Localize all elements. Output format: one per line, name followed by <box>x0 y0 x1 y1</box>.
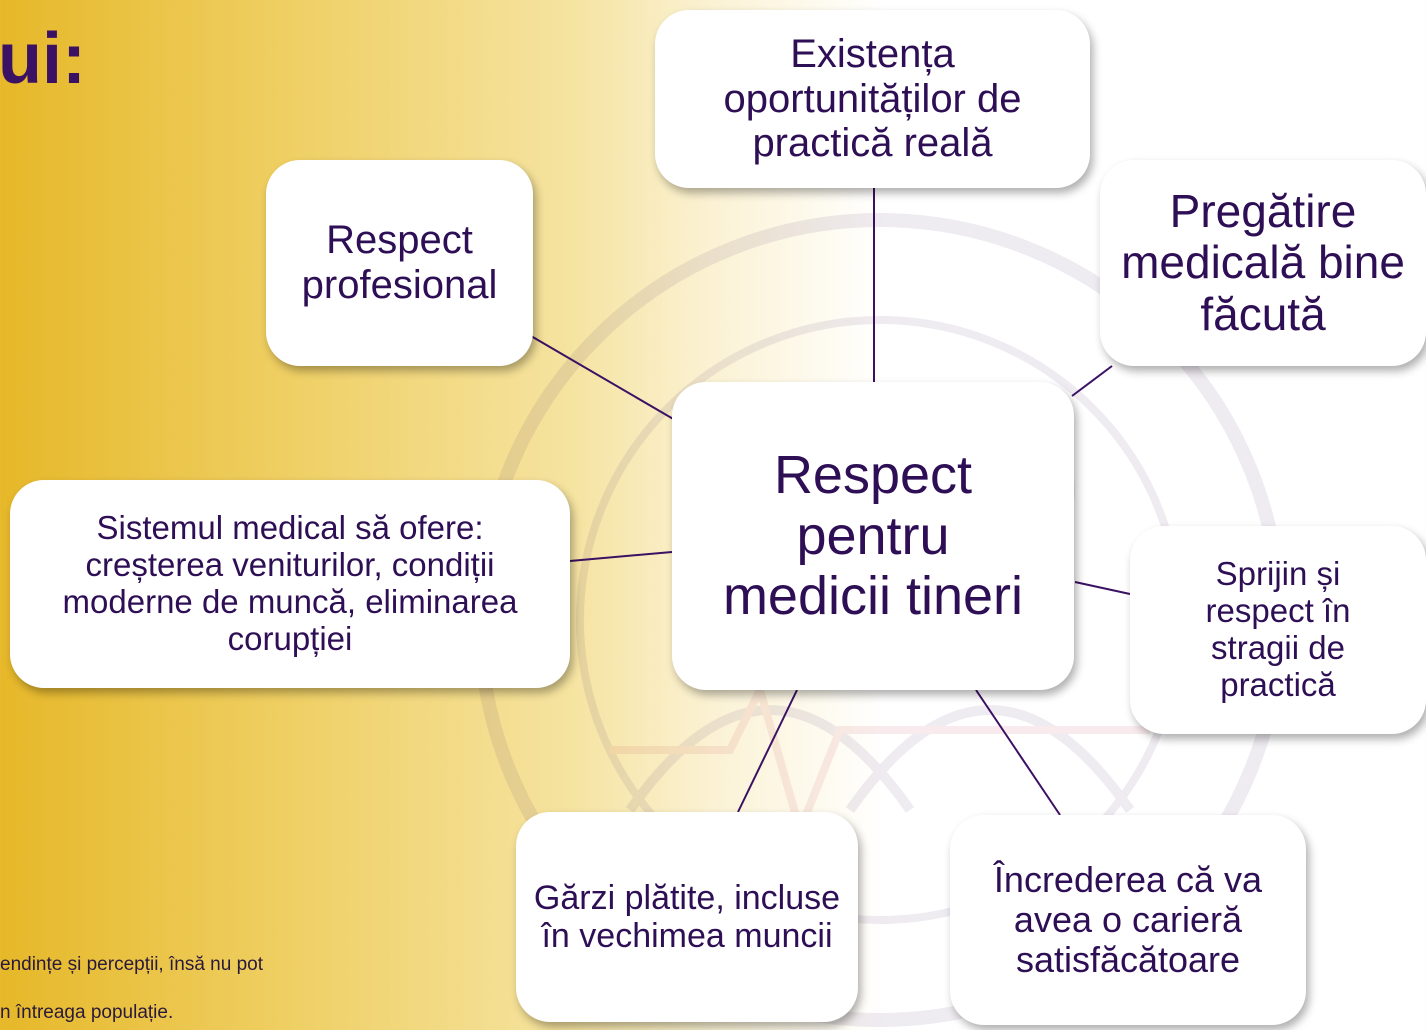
connector-right <box>1074 581 1131 595</box>
node-bottom-right: Încrederea că va avea o carieră satisfăc… <box>950 815 1306 1025</box>
connector-top-right <box>1071 365 1113 397</box>
node-top-right: Pregătire medicală bine făcută <box>1100 160 1426 366</box>
connector-bottom-left <box>737 689 798 813</box>
footnote-line-2: n întreaga populație. <box>0 1002 174 1023</box>
node-top: Existența oportunităților de practică re… <box>655 10 1090 188</box>
node-left: Sistemul medical să ofere: creșterea ven… <box>10 480 570 688</box>
slide-title: ui: <box>0 19 86 99</box>
node-right: Sprijin și respect în stragii de practic… <box>1130 526 1426 734</box>
node-top-left: Respect profesional <box>266 160 533 366</box>
connector-bottom-right <box>975 689 1061 816</box>
footnote-line-1: endințe și percepții, însă nu pot <box>0 954 264 975</box>
center-node: Respect pentru medicii tineri <box>672 382 1074 690</box>
connector-left <box>569 551 673 562</box>
node-bottom-left: Gărzi plătite, incluse în vechimea munci… <box>516 812 858 1022</box>
connector-top-left <box>530 335 676 421</box>
